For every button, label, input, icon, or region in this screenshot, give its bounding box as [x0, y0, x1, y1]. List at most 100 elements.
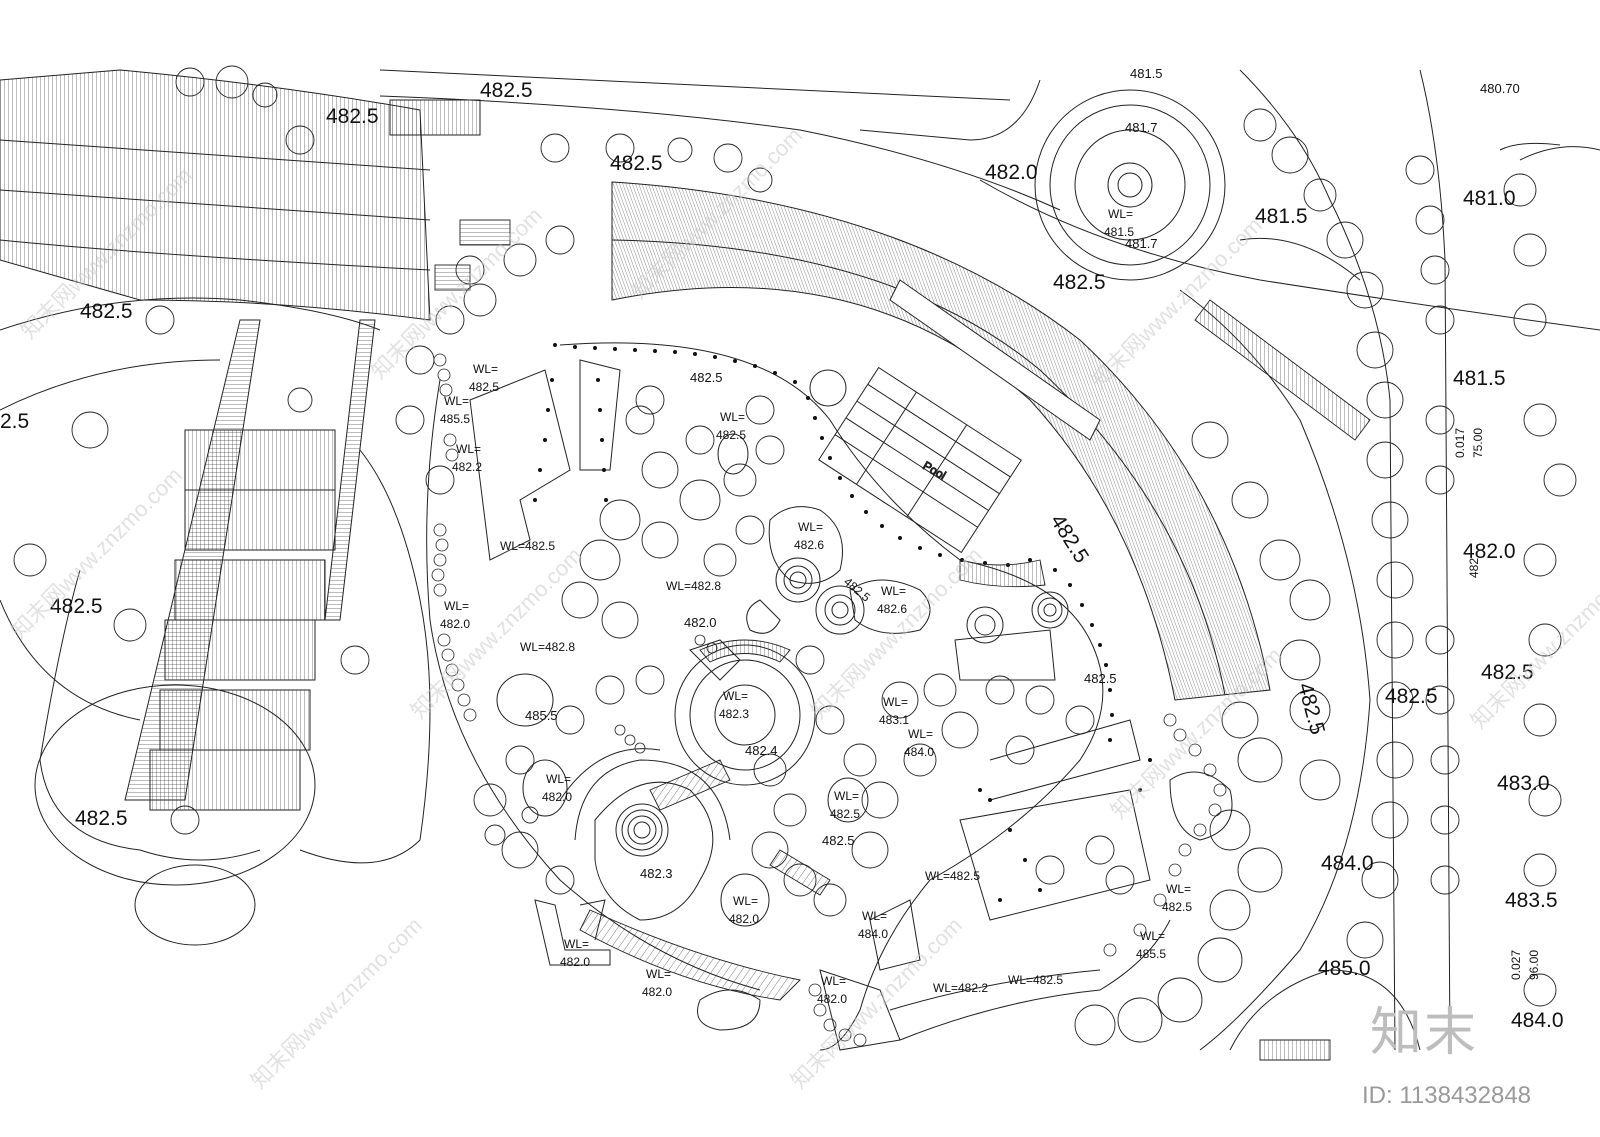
water-level-label: WL=: [883, 695, 908, 709]
slope-length: 96.00: [1527, 950, 1541, 980]
elevation-label: 483.5: [1505, 889, 1558, 912]
elevation-label: 481.5: [1453, 367, 1506, 390]
water-level-label: WL=482.8: [666, 579, 721, 593]
elevation-label-small: 481.7: [1125, 236, 1158, 251]
elevation-label: 482.5: [1046, 510, 1093, 567]
elevation-label-small: 482.5: [690, 370, 723, 385]
elevation-label: 482.0: [985, 161, 1038, 184]
water-level-label: WL=: [720, 410, 745, 424]
water-level-value: 482.6: [794, 538, 824, 552]
water-level-label: WL=: [546, 772, 571, 786]
water-level-value: 482.0: [729, 912, 759, 926]
water-level-value: 482.0: [542, 790, 572, 804]
water-level-value: 484.0: [904, 745, 934, 759]
elevation-label: 481.0: [1463, 187, 1516, 210]
water-level-label: WL=482.5: [500, 539, 555, 553]
elevation-label: 482.5: [75, 807, 128, 830]
watermark-text: 知末网www.znzmo.com: [246, 912, 427, 1093]
water-level-value: 485.5: [440, 412, 470, 426]
water-level-label: WL=482.8: [520, 640, 575, 654]
elevation-label: 483.0: [1497, 772, 1550, 795]
elevation-label: 482.5: [1293, 680, 1329, 737]
elevation-label-small: 482.0: [684, 615, 717, 630]
elevation-label-small: 482.5: [1084, 671, 1117, 686]
water-level-label: WL=: [798, 520, 823, 534]
water-level-label: WL=: [908, 727, 933, 741]
elevation-label: 2.5: [0, 410, 29, 433]
water-level-label: WL=: [1108, 207, 1133, 221]
water-level-value: 482.6: [877, 602, 907, 616]
garden-paths: [426, 342, 1233, 1051]
elevation-label-small: 482.4: [745, 743, 778, 758]
water-level-label: WL=: [733, 894, 758, 908]
elevation-label-small: 482.3: [640, 866, 673, 881]
elevation-label-small: 485.5: [525, 708, 558, 723]
pool: Pool: [809, 366, 1022, 554]
water-level-label: WL=: [723, 689, 748, 703]
watermark-text: 知末网www.znzmo.com: [1466, 552, 1600, 733]
water-level-label: WL=: [1140, 929, 1165, 943]
elevation-label-small: 482.5: [841, 575, 873, 605]
water-level-label: WL=482.5: [1008, 973, 1063, 987]
water-level-value: 482.3: [719, 707, 749, 721]
water-level-label: WL=: [1166, 882, 1191, 896]
water-level-label: WL=: [444, 599, 469, 613]
elevation-label: 484.0: [1321, 852, 1374, 875]
water-level-label: WL=: [646, 967, 671, 981]
elevation-label: 482.0: [1463, 540, 1516, 563]
water-level-value: 482.5: [830, 807, 860, 821]
elevation-label: 485.0: [1318, 957, 1371, 980]
elevation-label-small: 482.5: [822, 833, 855, 848]
watermark-text: 知末网www.znzmo.com: [406, 542, 587, 723]
elevation-label: 482.5: [1481, 661, 1534, 684]
water-level-label: WL=: [564, 937, 589, 951]
slope-ratio: 0.027: [1509, 950, 1523, 980]
water-level-label: WL=: [821, 974, 846, 988]
water-level-value: 482.5: [716, 428, 746, 442]
water-level-label: WL=482.2: [933, 981, 988, 995]
shrub-borders: [431, 353, 1227, 1047]
linework-base: [0, 69, 1600, 1051]
water-level-value: 485.5: [1136, 947, 1166, 961]
elevation-label: 482.5: [80, 300, 133, 323]
elevation-label-small: 481.7: [1125, 120, 1158, 135]
elevation-label: 484.0: [1511, 1009, 1564, 1032]
water-level-label: WL=: [862, 909, 887, 923]
tree-canopies: [13, 65, 1577, 1046]
terrace-blocks-left: [0, 69, 481, 811]
water-level-label: WL=: [444, 394, 469, 408]
elevation-label: 482.5: [1053, 271, 1106, 294]
water-level-value: 484.0: [858, 927, 888, 941]
elevation-label-small: 482: [1467, 558, 1481, 578]
elevation-labels: 482.5 482.5 482.5 482.0 481.5 482.5 481.0 481.5…: [0, 66, 1564, 1032]
water-level-label: WL=: [456, 442, 481, 456]
water-level-value: 482.0: [560, 955, 590, 969]
slope-length: 75.00: [1471, 428, 1485, 458]
arc-building: [611, 181, 1271, 701]
elevation-label: 482.5: [610, 152, 663, 175]
water-level-value: 482.5: [469, 380, 499, 394]
water-level-label: WL=: [834, 789, 859, 803]
image-id: ID: 1138432848: [1362, 1082, 1532, 1109]
elevation-label: 482.5: [480, 79, 533, 102]
watermark-logo: 知末: [1370, 1003, 1479, 1063]
dotted-boundary: [533, 343, 1152, 902]
water-level-value: 483.1: [879, 713, 909, 727]
water-level-label: WL=: [881, 584, 906, 598]
elevation-label-small: 481.5: [1130, 66, 1163, 81]
elevation-label: 481.5: [1255, 205, 1308, 228]
steps: [434, 219, 1371, 1061]
water-level-label: WL=: [473, 362, 498, 376]
watermark-text: 知末网www.znzmo.com: [1086, 212, 1267, 393]
water-level-value: 482.0: [817, 992, 847, 1006]
water-level-value: 482.2: [452, 460, 482, 474]
elevation-label: 482.5: [326, 105, 379, 128]
water-level-value: 482.5: [1162, 900, 1192, 914]
water-level-value: 482.0: [642, 985, 672, 999]
elevation-label: 482.5: [50, 595, 103, 618]
water-level-value: 481.5: [1104, 225, 1134, 239]
slope-ratio: 0.017: [1453, 428, 1467, 458]
water-level-label: WL=482.5: [925, 869, 980, 883]
elevation-label: 482.5: [1385, 685, 1438, 708]
